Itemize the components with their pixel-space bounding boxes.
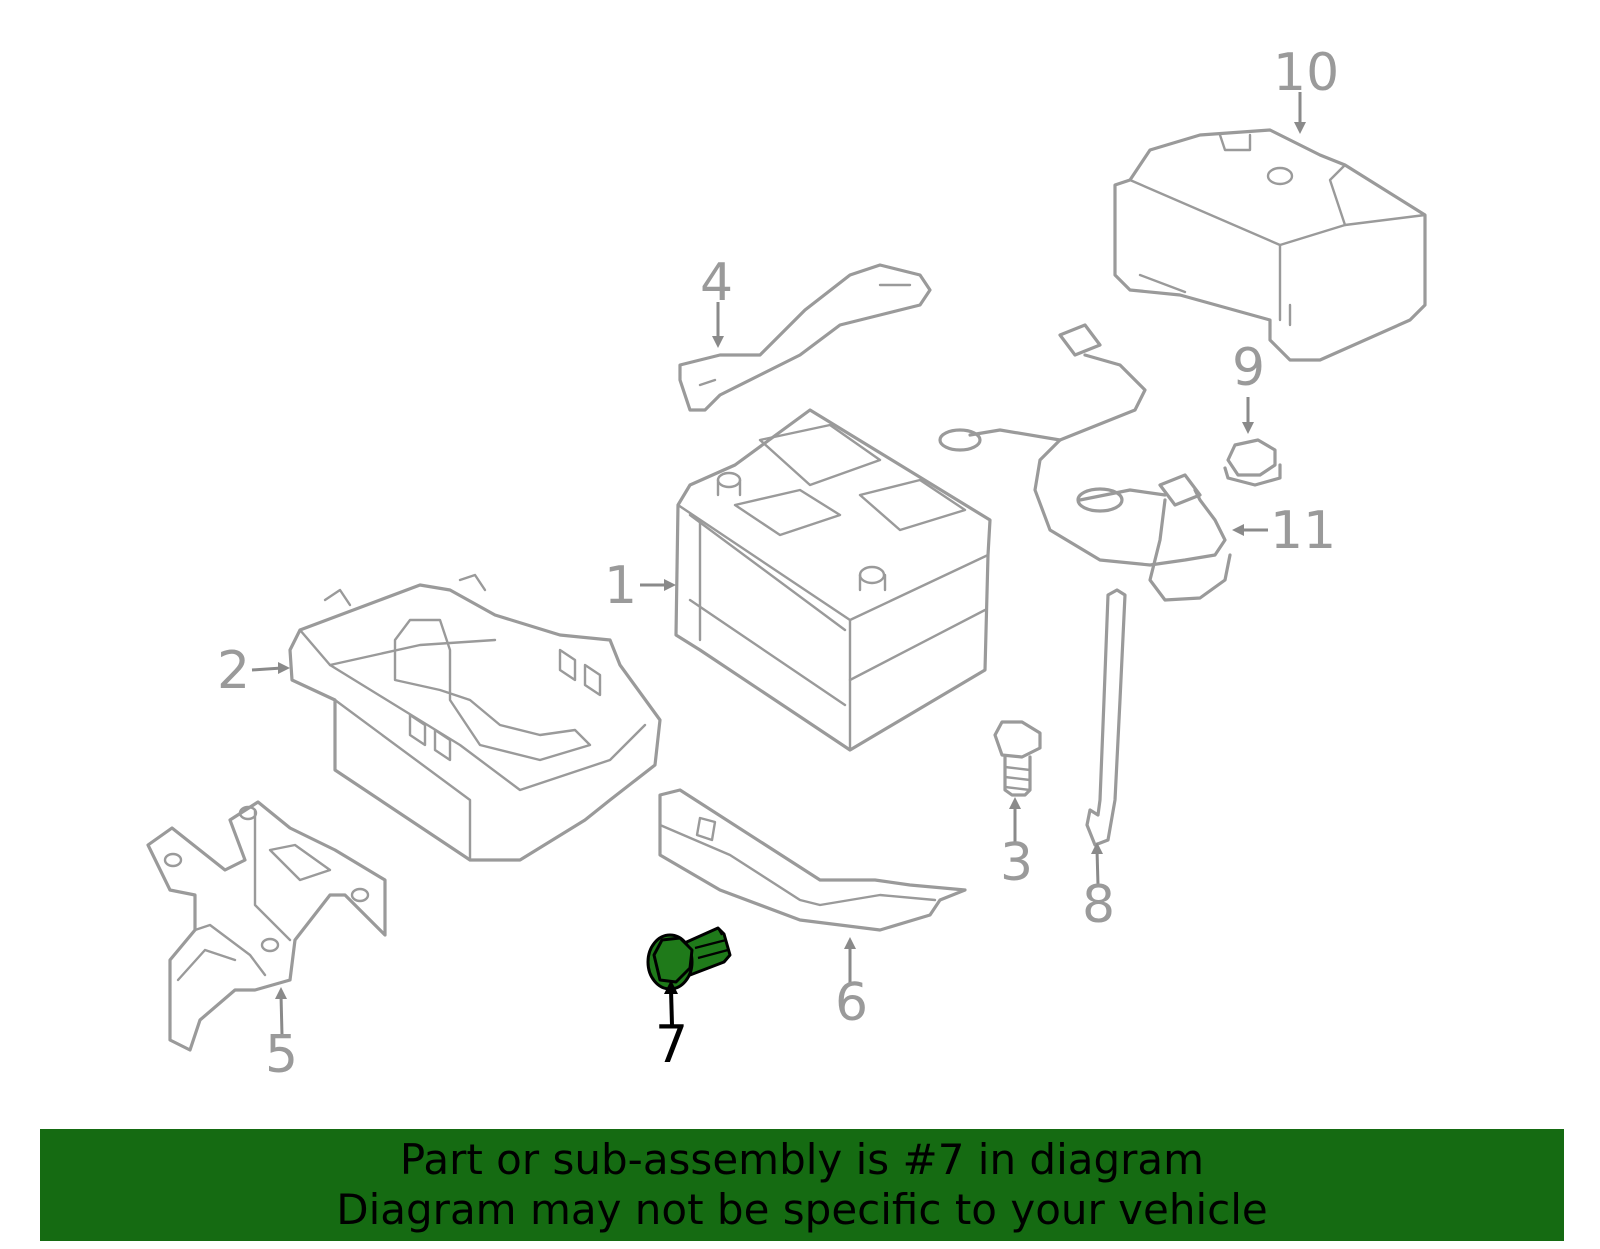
- part-7-bolt-highlighted: [646, 926, 732, 991]
- callout-label-9: 9: [1232, 338, 1265, 398]
- callout-label-11: 11: [1270, 501, 1336, 561]
- part-2-tray: [288, 573, 662, 862]
- parts-diagram: 10 4 9 11 1 2 3 8 6 7 5: [146, 43, 1427, 1085]
- callout-label-8: 8: [1082, 875, 1115, 935]
- banner-line-part: Part or sub-assembly is #7 in diagram: [399, 1135, 1205, 1184]
- callout-label-1: 1: [604, 556, 637, 616]
- part-5-bracket: [146, 800, 387, 1052]
- part-9-nut: [1223, 438, 1282, 487]
- part-1-battery: [674, 408, 992, 752]
- info-banner: Part or sub-assembly is #7 in diagram Di…: [40, 1129, 1564, 1241]
- callout-label-10: 10: [1273, 43, 1339, 103]
- callout-arrows: [251, 92, 1306, 1036]
- callout-label-3: 3: [1000, 833, 1033, 893]
- callout-label-5: 5: [265, 1025, 298, 1085]
- callout-label-2: 2: [217, 641, 250, 701]
- part-8-rod: [1085, 588, 1127, 847]
- part-6-support: [658, 788, 967, 932]
- callout-label-7: 7: [655, 1015, 688, 1075]
- banner-line-disclaimer: Diagram may not be specific to your vehi…: [336, 1185, 1268, 1234]
- part-3-bolt: [993, 720, 1042, 797]
- callout-label-4: 4: [700, 253, 733, 313]
- callout-label-6: 6: [835, 973, 868, 1033]
- part-4-hold-down: [678, 263, 932, 412]
- part-10-battery-cover: [1113, 128, 1427, 362]
- part-11-harness: [938, 323, 1232, 602]
